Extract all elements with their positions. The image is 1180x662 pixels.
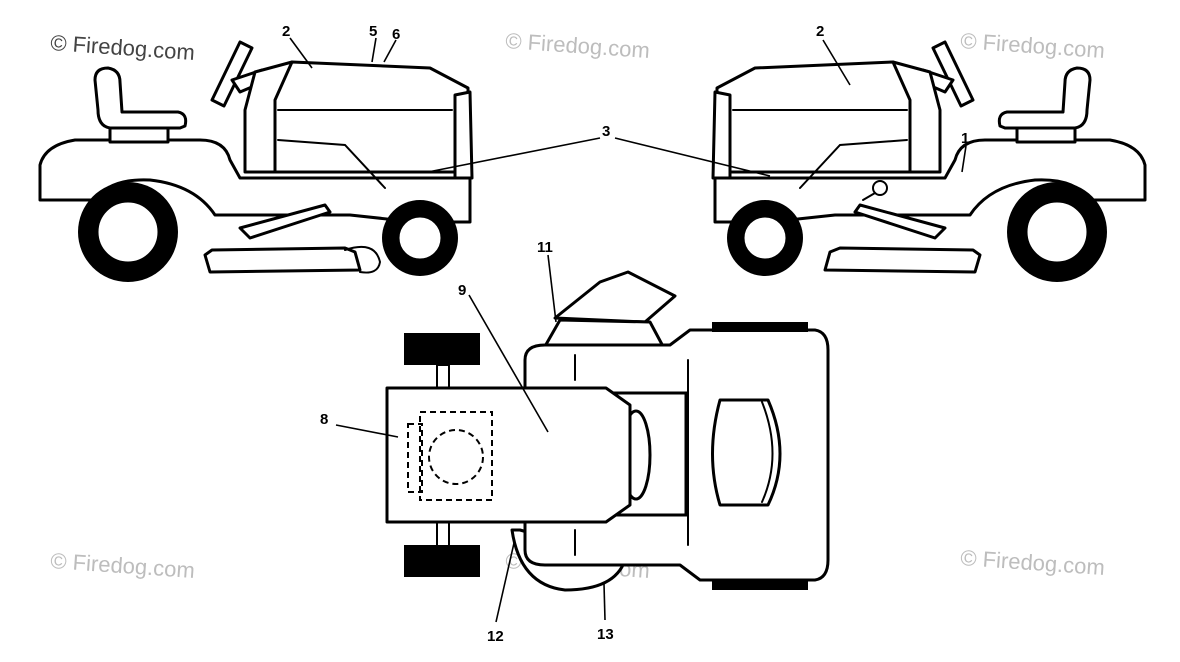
discharge-chute	[553, 270, 677, 324]
callout-6: 6	[392, 26, 400, 43]
callout-labels: 2 5 6 2 3 1 8 9 11 12 13	[282, 23, 969, 645]
watermark-bottom-left: © Firedog.com	[50, 548, 196, 583]
front-tire-top-right	[404, 545, 480, 577]
decal-circle	[428, 429, 484, 485]
callout-3: 3	[602, 123, 610, 140]
callout-5: 5	[369, 23, 377, 40]
seat	[93, 66, 188, 130]
grille	[453, 90, 474, 180]
decal-outline	[419, 411, 493, 501]
rear-tire-top-left	[712, 322, 808, 332]
callout-13: 13	[597, 626, 614, 643]
rear-tire-top-right	[712, 580, 808, 590]
tractor-top-view	[385, 270, 830, 592]
tractor-side-view-right	[711, 40, 1147, 282]
front-wheel-rim	[396, 214, 444, 262]
watermark-top-right: © Firedog.com	[960, 28, 1106, 63]
watermark-top-left: © Firedog.com	[50, 30, 196, 65]
callout-9: 9	[458, 282, 466, 299]
mower-deck	[203, 246, 362, 274]
callout-2-right: 2	[816, 23, 824, 40]
leader-lines	[289, 37, 967, 623]
steering-wheel	[210, 40, 254, 108]
deck-chute	[344, 246, 382, 274]
callout-1: 1	[961, 130, 969, 147]
callout-12: 12	[487, 628, 504, 645]
front-tire-top-left	[404, 333, 480, 365]
hood	[273, 60, 470, 174]
foot-pedal	[238, 203, 332, 240]
tractor-side-view-left	[38, 40, 474, 282]
seat-top	[711, 398, 782, 507]
side-panel-line	[277, 139, 386, 189]
callout-2-left: 2	[282, 23, 290, 40]
hood-top	[385, 386, 632, 524]
watermark-top-center: © Firedog.com	[505, 28, 651, 63]
watermark-bottom-right: © Firedog.com	[960, 545, 1106, 580]
seat-base	[108, 126, 170, 144]
callout-11: 11	[537, 239, 553, 256]
callout-8: 8	[320, 411, 328, 428]
rear-wheel-rim	[95, 199, 161, 265]
